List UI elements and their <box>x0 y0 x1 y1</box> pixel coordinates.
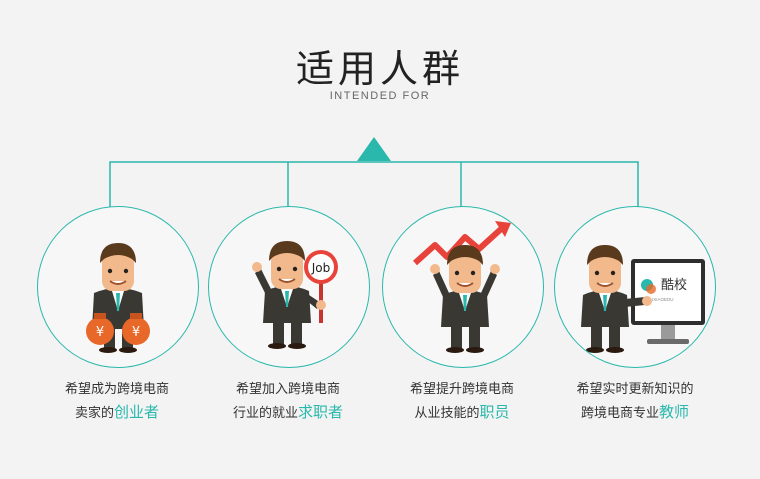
caption-line2: 卖家的创业者 <box>27 401 207 425</box>
money-bags-icon: ¥ ¥ <box>86 243 150 353</box>
caption-prefix: 跨境电商专业 <box>580 406 659 421</box>
caption-highlight: 职员 <box>479 403 510 421</box>
caption-line2: 跨境电商专业教师 <box>545 401 725 425</box>
audience-caption-teacher: 希望实时更新知识的 跨境电商专业教师 <box>545 378 725 425</box>
connector-triangle <box>357 137 391 161</box>
page-subtitle: INTENDED FOR <box>329 90 431 102</box>
page-title: 适用人群 <box>295 47 464 91</box>
audience-caption-job-seeker: 希望加入跨境电商 行业的就业求职者 <box>198 378 378 425</box>
caption-prefix: 卖家的 <box>74 406 114 421</box>
audience-caption-entrepreneur: 希望成为跨境电商 卖家的创业者 <box>27 378 207 425</box>
caption-line1: 希望实时更新知识的 <box>576 382 694 397</box>
job-sign-text: Job <box>311 261 331 275</box>
audience-card-employee <box>382 206 544 368</box>
caption-highlight: 教师 <box>659 403 690 421</box>
svg-text:¥: ¥ <box>96 325 104 340</box>
caption-line1: 希望提升跨境电商 <box>409 382 514 397</box>
caption-highlight: 创业者 <box>114 403 160 421</box>
audience-card-entrepreneur: ¥ ¥ <box>37 206 199 368</box>
caption-line2: 从业技能的职员 <box>372 401 552 425</box>
caption-prefix: 行业的就业 <box>232 406 298 421</box>
connector-bar <box>109 161 639 212</box>
audience-card-job-seeker: Job <box>208 206 370 368</box>
monitor-icon: 酷校 KUXIAOEDU <box>581 245 705 353</box>
audience-caption-employee: 希望提升跨境电商 从业技能的职员 <box>372 378 552 425</box>
monitor-brand-text: 酷校 <box>661 277 687 293</box>
rising-arrow-icon <box>412 221 511 353</box>
connector-lines <box>109 137 639 212</box>
caption-highlight: 求职者 <box>298 403 344 421</box>
job-sign-icon: Job <box>252 241 338 349</box>
caption-prefix: 从业技能的 <box>414 406 480 421</box>
svg-text:¥: ¥ <box>132 325 140 340</box>
caption-line2: 行业的就业求职者 <box>198 401 378 425</box>
caption-line1: 希望成为跨境电商 <box>64 382 169 397</box>
caption-line1: 希望加入跨境电商 <box>235 382 340 397</box>
audience-card-teacher: 酷校 KUXIAOEDU <box>554 206 716 368</box>
monitor-brand-sub-text: KUXIAOEDU <box>647 297 674 302</box>
